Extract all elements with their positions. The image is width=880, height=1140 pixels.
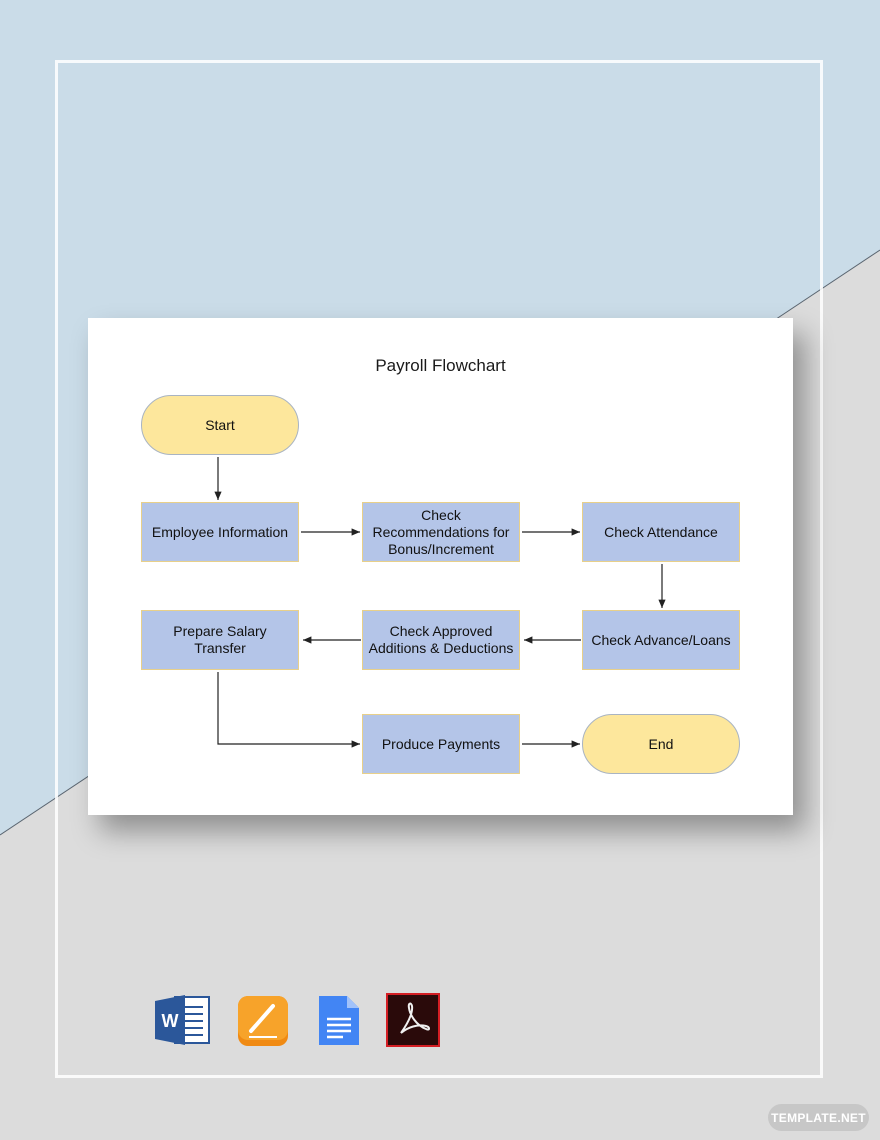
svg-text:W: W <box>162 1011 179 1031</box>
node-end: End <box>582 714 740 774</box>
pdf-icon[interactable] <box>386 993 440 1047</box>
node-check-recommendations-label: Check Recommendations for Bonus/Incremen… <box>372 506 510 557</box>
node-employee-information-label: Employee Information <box>151 523 289 540</box>
node-prepare-salary-transfer: Prepare Salary Transfer <box>141 610 299 670</box>
white-frame-border <box>55 60 823 1078</box>
node-start: Start <box>141 395 299 455</box>
node-produce-payments-label: Produce Payments <box>381 735 501 752</box>
watermark-badge: TEMPLATE.NET <box>768 1104 869 1131</box>
node-check-approved-additions: Check Approved Additions & Deductions <box>362 610 520 670</box>
node-check-attendance: Check Attendance <box>582 502 740 562</box>
arrow-prepare-to-produce <box>217 672 360 748</box>
node-employee-information: Employee Information <box>141 502 299 562</box>
flowchart-document: Payroll Flowchart Start Employee Informa… <box>88 318 793 815</box>
node-check-advance-loans: Check Advance/Loans <box>582 610 740 670</box>
word-icon[interactable]: W <box>153 993 211 1047</box>
flowchart-title: Payroll Flowchart <box>375 356 506 375</box>
node-check-attendance-label: Check Attendance <box>604 523 718 540</box>
node-produce-payments: Produce Payments <box>362 714 520 774</box>
flowchart-connectors <box>214 457 666 748</box>
node-check-approved-additions-label: Check Approved Additions & Deductions <box>368 623 514 656</box>
node-check-advance-loans-label: Check Advance/Loans <box>591 631 731 648</box>
node-end-label: End <box>648 735 674 752</box>
pages-icon[interactable] <box>237 993 291 1047</box>
node-start-label: Start <box>205 416 235 433</box>
node-check-recommendations: Check Recommendations for Bonus/Incremen… <box>362 502 520 562</box>
google-docs-icon[interactable] <box>317 993 361 1047</box>
node-prepare-salary-transfer-label: Prepare Salary Transfer <box>173 623 267 656</box>
